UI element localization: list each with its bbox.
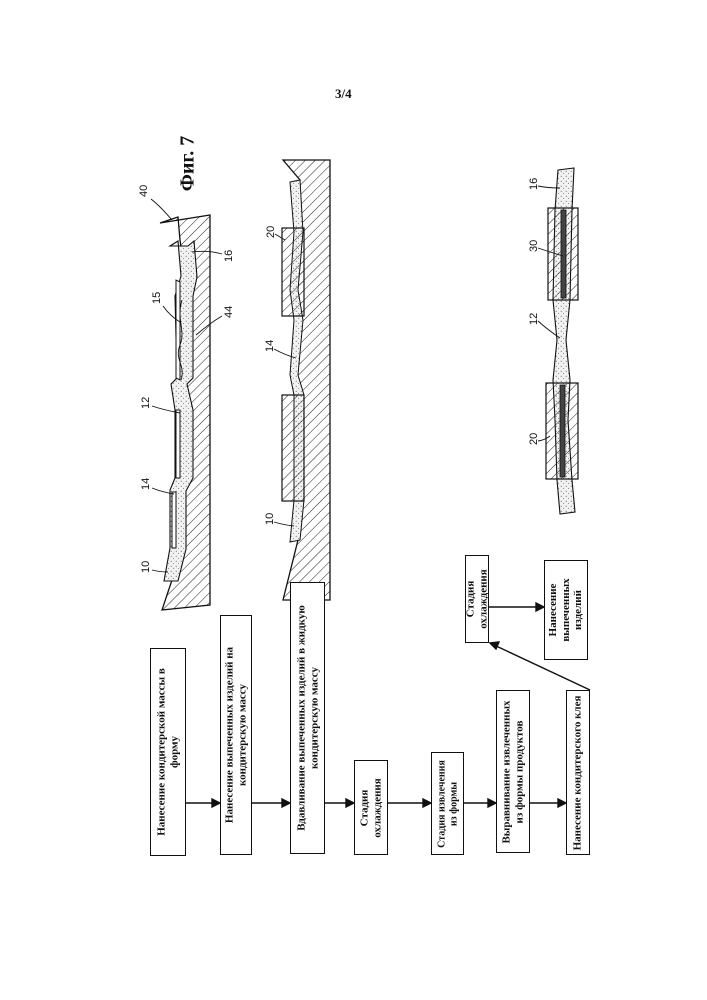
label-14: 14 — [140, 478, 152, 490]
step-box-5: Стадия извлечения из формы — [431, 752, 464, 855]
label-10-middle: 10 — [264, 513, 276, 525]
step-box-2: Нанесение выпеченных изделий на кондитер… — [220, 615, 252, 855]
step-box-4: Стадия охлаждения — [354, 760, 388, 855]
label-20: 20 — [265, 226, 277, 238]
step-text-4: Стадия охлаждения — [358, 765, 383, 851]
step-box-6: Выравнивание извлеченных из формы продук… — [496, 690, 530, 853]
branch-box-cooling: Стадия охлаждения — [465, 555, 489, 643]
label-30: 30 — [528, 240, 540, 252]
branch-text-cooling: Стадия охлаждения — [464, 559, 489, 639]
label-15: 15 — [151, 292, 163, 304]
step-text-2: Нанесение выпеченных изделий на кондитер… — [223, 620, 248, 850]
label-16-bottom: 16 — [528, 178, 540, 190]
label-20-bottom: 20 — [528, 433, 540, 445]
step-box-3: Вдавливание выпеченных изделий в жидкую … — [290, 582, 325, 854]
branch-box-apply-baked: Нанесение выпеченных изделий — [544, 560, 588, 660]
label-40: 40 — [138, 185, 150, 197]
step-text-1: Нанесение кондитерской массы в форму — [155, 652, 180, 852]
middle-mold-body — [283, 160, 330, 600]
mold-cross-section — [160, 215, 210, 610]
step-text-6: Выравнивание извлеченных из формы продук… — [500, 695, 525, 849]
step-text-5: Стадия извлечения из формы — [436, 756, 459, 852]
label-10: 10 — [140, 561, 152, 573]
label-16: 16 — [223, 250, 235, 262]
label-12: 12 — [140, 397, 152, 409]
pressing-cross-section — [282, 160, 330, 600]
step-box-1: Нанесение кондитерской массы в форму — [150, 648, 186, 856]
branch-text-apply-baked: Нанесение выпеченных изделий — [547, 564, 585, 656]
label-14-middle: 14 — [264, 340, 276, 352]
product-cross-section — [546, 168, 578, 514]
label-44: 44 — [223, 306, 235, 318]
step-text-7: Нанесение кондитерского клея — [572, 695, 585, 851]
plate-20-bottom — [282, 395, 304, 501]
adhesive-30-upper — [561, 210, 566, 298]
label-12-bottom: 12 — [528, 313, 540, 325]
plate-20-top — [282, 228, 304, 316]
adhesive-30-lower — [560, 385, 565, 477]
step-box-7: Нанесение кондитерского клея — [566, 690, 590, 855]
step-text-3: Вдавливание выпеченных изделий в жидкую … — [295, 586, 320, 850]
